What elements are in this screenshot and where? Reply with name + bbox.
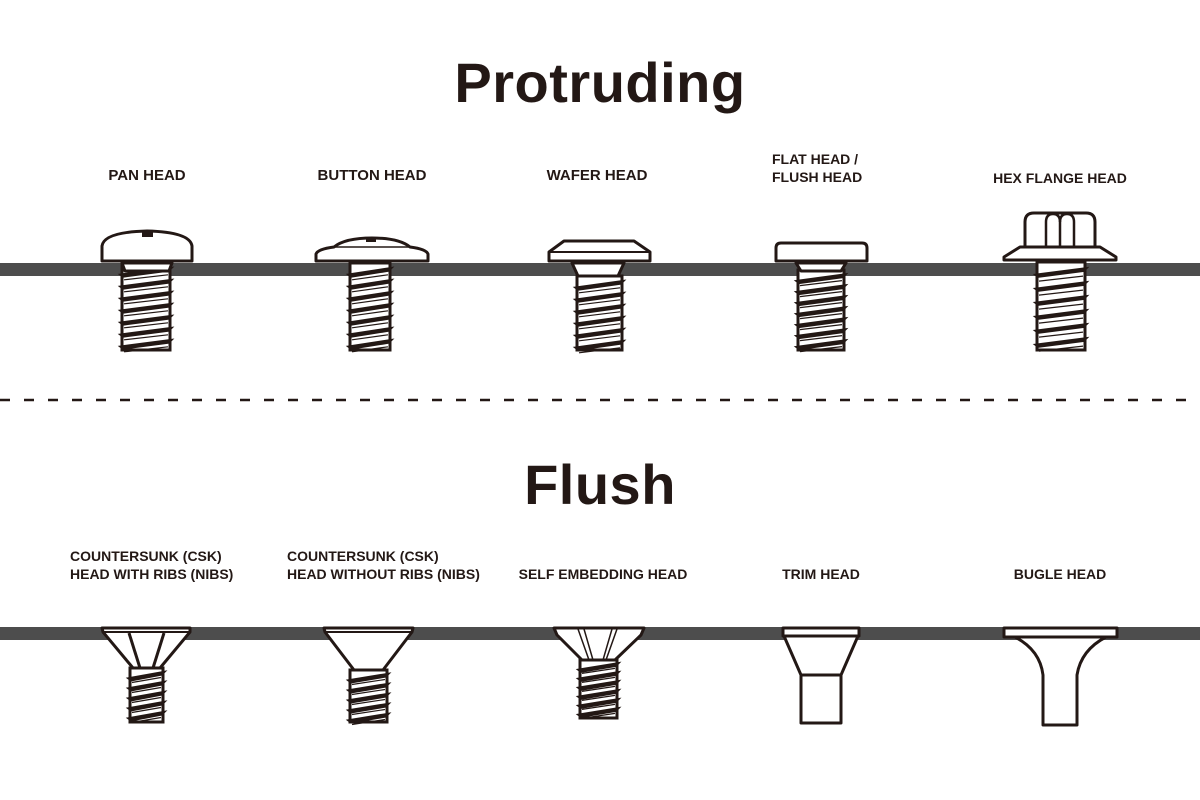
- self-embedding-head-screw-icon: [552, 626, 646, 662]
- label-flat-head: FLAT HEAD /FLUSH HEAD: [772, 151, 863, 185]
- flat-head-screw-icon: [774, 241, 869, 273]
- label-trim-head: TRIM HEAD: [782, 566, 860, 582]
- button-head-screw-icon: [314, 236, 430, 263]
- bugle-head-screw-icon: [1002, 626, 1119, 727]
- wafer-head-screw-icon: [547, 239, 652, 278]
- section-title-flush: Flush: [524, 453, 676, 516]
- section-title-protruding: Protruding: [454, 51, 746, 114]
- button-head-thread-icon: [345, 261, 395, 353]
- label-button-head: BUTTON HEAD: [317, 167, 427, 184]
- label-hex-flange-head: HEX FLANGE HEAD: [993, 170, 1127, 186]
- label-bugle-head: BUGLE HEAD: [1013, 566, 1107, 582]
- trim-head-screw-icon: [781, 626, 861, 725]
- hex-flange-head-screw-icon: [1002, 211, 1118, 262]
- pan-head-thread-icon: [117, 261, 175, 353]
- self-embedding-thread-icon: [575, 658, 622, 720]
- wafer-head-thread-icon: [572, 274, 627, 354]
- label-csk-with-ribs: COUNTERSUNK (CSK)HEAD WITH RIBS (NIBS): [70, 548, 234, 582]
- csk-noribs-thread-icon: [345, 668, 392, 726]
- label-self-embedding-head: SELF EMBEDDING HEAD: [518, 566, 688, 582]
- label-csk-without-ribs: COUNTERSUNK (CSK)HEAD WITHOUT RIBS (NIBS…: [287, 548, 480, 582]
- csk-ribs-thread-icon: [125, 666, 168, 724]
- countersunk-with-ribs-screw-icon: [100, 626, 192, 670]
- pan-head-screw-icon: [100, 229, 194, 273]
- hex-flange-head-thread-icon: [1032, 260, 1090, 352]
- flat-head-thread-icon: [793, 268, 849, 353]
- label-wafer-head: WAFER HEAD: [546, 167, 648, 184]
- label-pan-head: PAN HEAD: [108, 167, 186, 184]
- countersunk-without-ribs-screw-icon: [322, 626, 415, 672]
